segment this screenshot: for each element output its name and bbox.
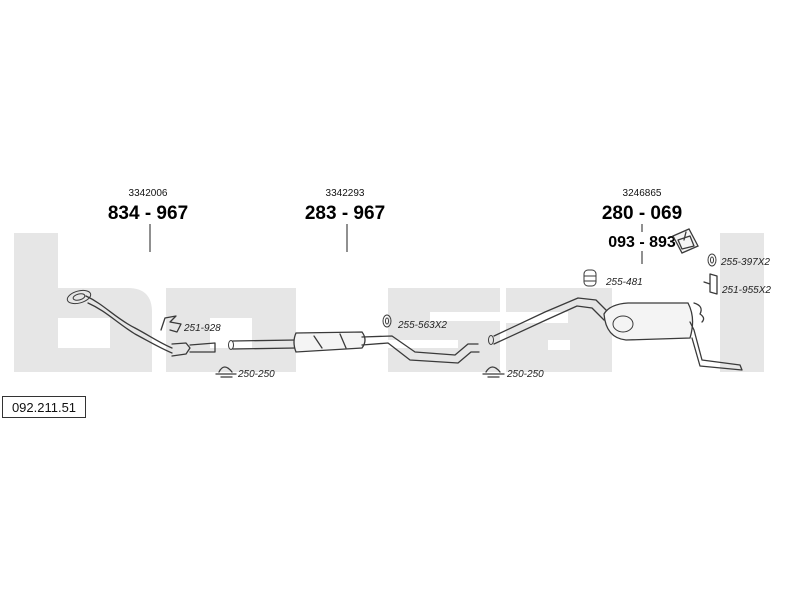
watermark-letter-o <box>166 288 296 372</box>
part-label-255-397: 255-397X2 <box>720 257 770 268</box>
rear-muffler <box>603 302 694 341</box>
part-label-255-563: 255-563X2 <box>397 320 447 331</box>
document-number-box: 092.211.51 <box>2 396 86 418</box>
part-label-251-955: 251-955X2 <box>721 285 771 296</box>
rear-pipe <box>488 297 743 371</box>
clamp-250-250-a <box>215 366 237 378</box>
rubber-255-563 <box>382 314 392 328</box>
middle-silencer <box>293 331 366 353</box>
document-number: 092.211.51 <box>11 399 77 415</box>
watermark-logo <box>14 233 764 372</box>
clamp-251-955 <box>703 273 718 295</box>
part-number-2: 283 - 967 <box>305 203 385 224</box>
clamp-250-250-b <box>482 366 505 378</box>
front-pipe-flange <box>66 289 92 305</box>
watermark-letter-a <box>506 288 612 372</box>
front-pipe <box>66 289 216 357</box>
watermark-letter-l <box>720 233 764 372</box>
rubber-255-481 <box>583 269 597 287</box>
part-label-251-928: 251-928 <box>183 323 221 334</box>
ref-number-3: 3246865 <box>623 188 662 199</box>
part-label-250-250-a: 250-250 <box>237 369 275 380</box>
rubber-255-397 <box>707 253 717 267</box>
middle-pipe <box>228 331 480 364</box>
part-label-255-481: 255-481 <box>605 277 643 288</box>
mounting-bracket-093-893 <box>672 228 699 254</box>
clamp-251-928 <box>160 315 182 333</box>
part-label-250-250-b: 250-250 <box>506 369 544 380</box>
part-number-1: 834 - 967 <box>108 203 188 224</box>
part-number-3: 280 - 069 <box>602 203 682 224</box>
ref-number-2: 3342293 <box>326 188 365 199</box>
ref-number-1: 3342006 <box>129 188 168 199</box>
part-number-secondary: 093 - 893 <box>608 234 676 251</box>
watermark-letter-s <box>388 288 500 372</box>
